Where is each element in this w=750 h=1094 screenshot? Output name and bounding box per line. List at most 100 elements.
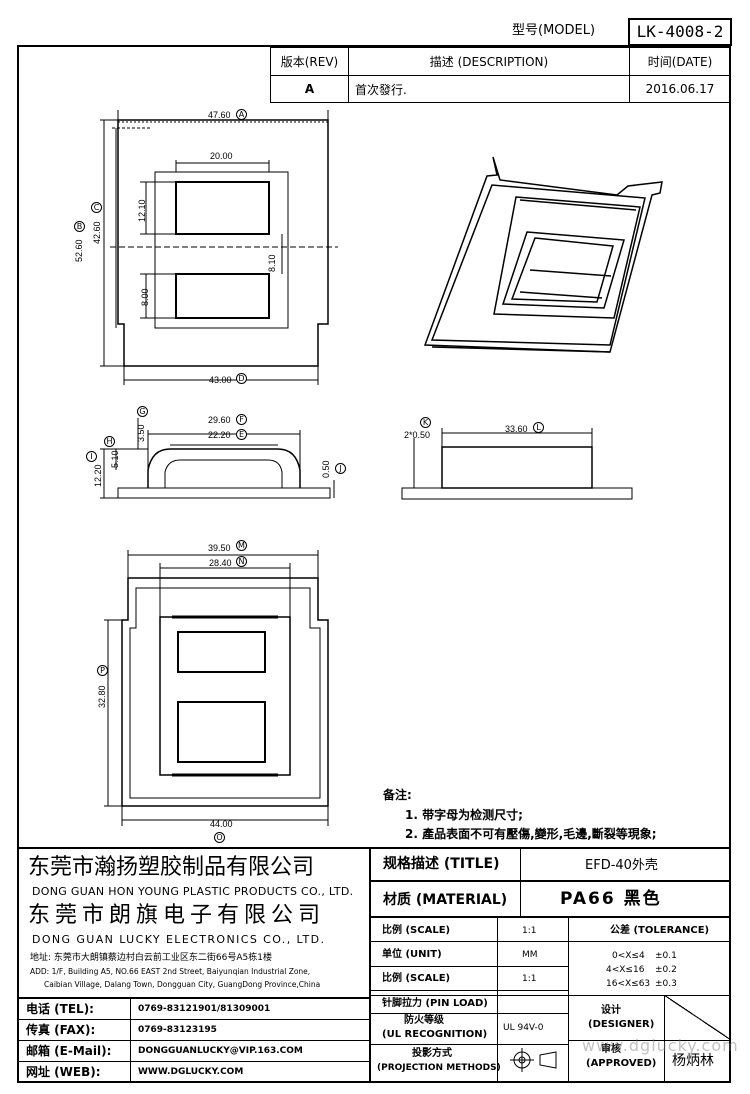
notes-title: 备注: xyxy=(383,788,412,802)
dim-810: 8.10 xyxy=(267,254,277,272)
tag-i: I xyxy=(86,451,97,462)
tag-g: G xyxy=(137,406,148,417)
web-label: 网址 (WEB): xyxy=(26,1065,101,1079)
company-en-2: DONG GUAN LUCKY ELECTRONICS CO., LTD. xyxy=(32,933,326,946)
tel-value: 0769-83121901/81309001 xyxy=(138,1004,271,1014)
top-view xyxy=(100,110,338,385)
front-view xyxy=(100,418,335,499)
grid-row-2 xyxy=(370,966,569,967)
approved-value: 杨炳林 xyxy=(672,1053,714,1069)
tol1-range: 0<X≤4 xyxy=(612,951,645,961)
company-cn-1: 东莞市瀚扬塑胶制品有限公司 xyxy=(28,855,315,880)
tag-c: C xyxy=(91,202,102,213)
ul-value: UL 94V-0 xyxy=(503,1023,544,1033)
ul-label-1: 防火等级 xyxy=(404,1015,444,1026)
fax-label: 传真 (FAX): xyxy=(26,1023,96,1037)
scale2-label: 比例 (SCALE) xyxy=(382,973,451,984)
tag-a: A xyxy=(236,109,247,120)
contact-fax-row xyxy=(17,1020,370,1041)
tol3-range: 16<X≤63 xyxy=(606,979,651,989)
designer-diagonal xyxy=(664,995,731,1040)
material-row xyxy=(370,882,731,918)
company-en-1: DONG GUAN HON YOUNG PLASTIC PRODUCTS CO.… xyxy=(32,885,354,898)
tolerance-label: 公差 (TOLERANCE) xyxy=(610,925,710,936)
tag-n: N xyxy=(236,556,247,567)
projection-symbol xyxy=(510,1048,557,1072)
dim-n: 28.40 xyxy=(209,558,232,568)
fax-value: 0769-83123195 xyxy=(138,1025,217,1035)
dim-1210: 12.10 xyxy=(137,199,147,222)
title-divider xyxy=(520,848,521,916)
proj-col xyxy=(497,1044,498,1083)
watermark: www.dglucky.com xyxy=(582,1036,739,1055)
pin-label: 针脚拉力 (PIN LOAD) xyxy=(382,998,488,1009)
bottom-block-top-line xyxy=(17,847,731,849)
dim-c: 42.60 xyxy=(92,221,102,244)
company-addr-cn: 地址: 东莞市大朗镇蔡边村白云前工业区东二街66号A5栋1楼 xyxy=(30,953,272,963)
dim-i: 12.20 xyxy=(93,464,103,487)
title-row xyxy=(370,848,731,882)
grid-row-4 xyxy=(370,995,731,996)
ul-label-2: (UL RECOGNITION) xyxy=(382,1029,488,1040)
tag-e: E xyxy=(236,429,247,440)
web-value: WWW.DGLUCKY.COM xyxy=(138,1067,244,1077)
model-label: 型号(MODEL) xyxy=(512,23,596,38)
tag-f: F xyxy=(236,414,247,425)
unit-value: MM xyxy=(522,950,538,960)
scale-label: 比例 (SCALE) xyxy=(382,925,451,936)
tag-l: L xyxy=(533,422,544,433)
company-addr-en-2: Caibian Village, Dalang Town, Dongguan C… xyxy=(44,980,321,989)
bottom-view xyxy=(104,550,329,826)
dim-j: 0.50 xyxy=(321,460,331,478)
date-value: 2016.06.17 xyxy=(629,75,731,103)
scale-value: 1:1 xyxy=(522,926,537,936)
tel-label: 电话 (TEL): xyxy=(26,1002,94,1016)
tag-d: D xyxy=(236,373,247,384)
email-label: 邮箱 (E-Mail): xyxy=(26,1044,112,1058)
dim-a: 47.60 xyxy=(208,110,231,120)
tag-h: H xyxy=(104,436,115,447)
tag-o: O xyxy=(214,832,225,843)
contacts-col-divider xyxy=(130,998,131,1083)
tol1-value: ±0.1 xyxy=(655,951,677,961)
grid-row-5 xyxy=(370,1013,569,1014)
tag-k: K xyxy=(420,417,431,428)
dim-h: 5.10 xyxy=(110,450,120,468)
title-value: EFD-40外壳 xyxy=(585,858,658,873)
dim-l: 33.60 xyxy=(505,424,528,434)
dim-f: 29.60 xyxy=(208,415,231,425)
notes-line1: 1. 带字母为检测尺寸; xyxy=(405,808,523,822)
approved-label-2: (APPROVED) xyxy=(586,1058,657,1069)
drawing-frame xyxy=(17,45,731,1083)
email-value: DONGGUANLUCKY@VIP.163.COM xyxy=(138,1046,303,1056)
grid-row-1 xyxy=(370,941,731,942)
grid-row-6 xyxy=(370,1044,569,1045)
tag-p: P xyxy=(97,665,108,676)
material-value: PA66 黑色 xyxy=(560,889,662,909)
dim-o: 44.00 xyxy=(210,819,233,829)
dim-e: 22.20 xyxy=(208,430,231,440)
side-view xyxy=(401,428,633,500)
company-addr-en-1: ADD: 1/F, Building A5, NO.66 EAST 2nd St… xyxy=(30,967,311,976)
dim-d: 43.00 xyxy=(209,375,232,385)
iso-view xyxy=(423,156,663,353)
company-cn-2: 东莞市朗旗电子有限公司 xyxy=(28,903,326,928)
dim-800: 8.00 xyxy=(140,288,150,306)
grid-col-1 xyxy=(497,918,498,1013)
designer-label-1: 设计 xyxy=(601,1005,621,1016)
notes-line2: 2. 產品表面不可有壓傷,變形,毛邊,斷裂等現象; xyxy=(405,827,657,841)
grid-col-2 xyxy=(568,918,569,1083)
approved-label-1: 审核 xyxy=(601,1044,621,1055)
dim-20: 20.00 xyxy=(210,151,233,161)
scale2-value: 1:1 xyxy=(522,974,537,984)
tol3-value: ±0.3 xyxy=(655,979,677,989)
grid-row-7 xyxy=(569,1040,731,1041)
proj-label-1: 投影方式 xyxy=(412,1048,452,1059)
tag-m: M xyxy=(236,540,247,551)
dim-m: 39.50 xyxy=(208,543,231,553)
dim-b: 52.60 xyxy=(74,239,84,262)
grid-row-3 xyxy=(370,990,569,991)
tag-b: B xyxy=(74,221,85,232)
dim-p: 32.80 xyxy=(97,685,107,708)
